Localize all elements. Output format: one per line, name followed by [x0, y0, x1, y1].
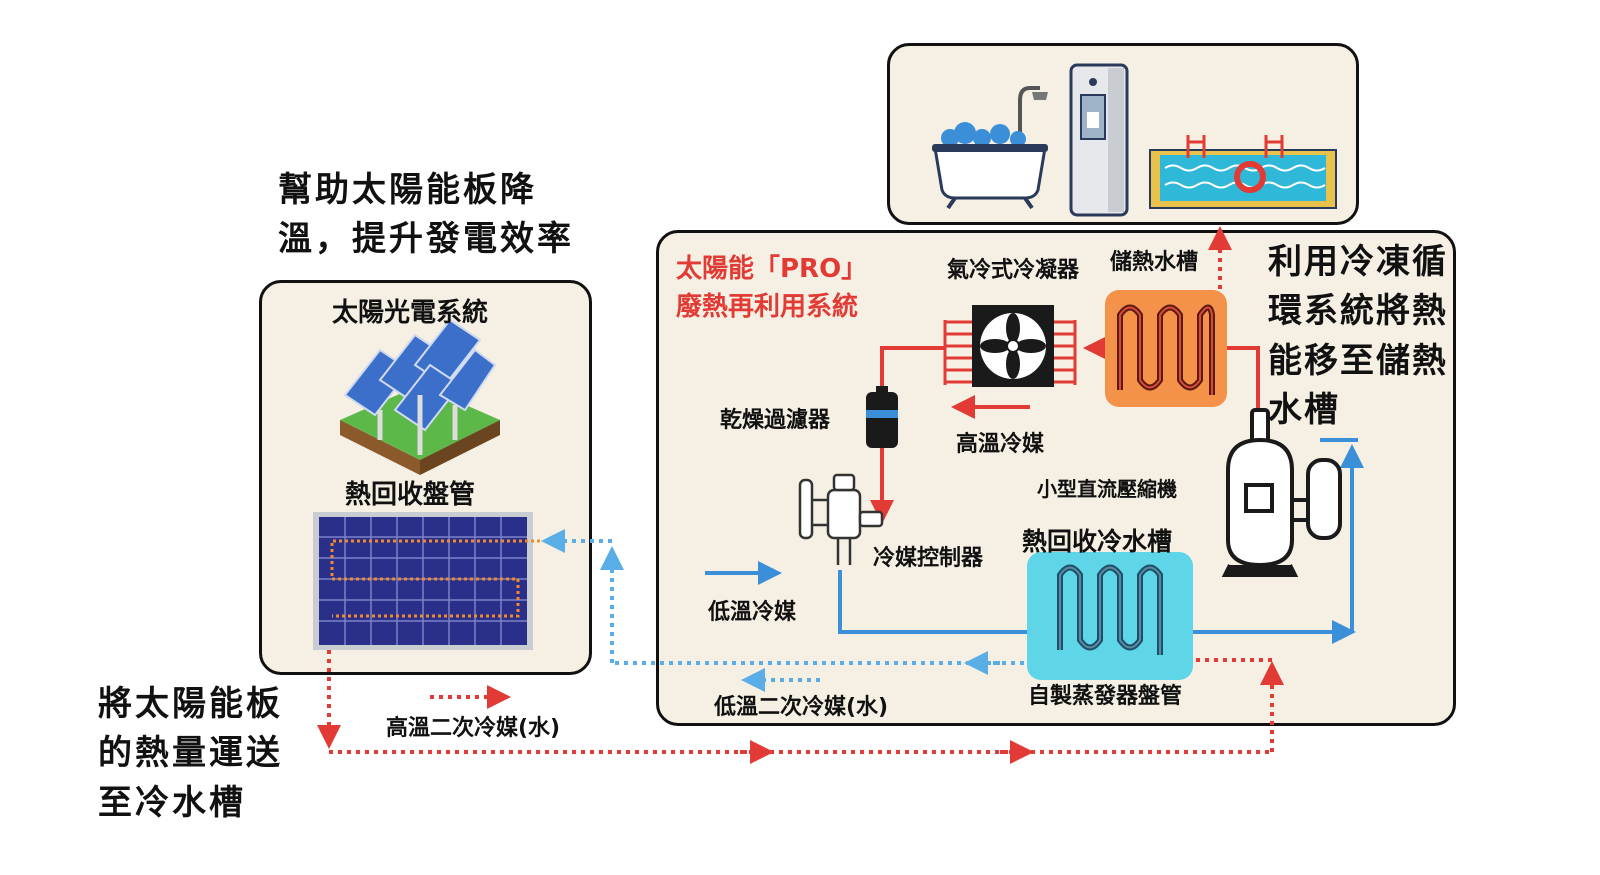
condenser-fan-icon [943, 305, 1077, 387]
cold-refrigerant-line [705, 438, 1364, 644]
system-title-line1: 太陽能「PRO」 [676, 254, 868, 284]
storage-tank-icon [1105, 290, 1227, 407]
compressor-label: 小型直流壓縮機 [1037, 477, 1177, 501]
bathtub-icon [932, 86, 1048, 210]
water-dispenser-icon [1069, 63, 1129, 217]
cold-water-loop [541, 529, 1060, 692]
heat-recovery-coil-label: 熱回收盤管 [345, 480, 476, 510]
hot-refrigerant-line [870, 336, 1260, 524]
compressor-icon [1221, 408, 1342, 577]
storage-tank-label: 儲熱水槽 [1110, 250, 1199, 275]
hot-refrigerant-label: 高溫冷媒 [956, 432, 1045, 457]
swimming-pool-icon [1149, 135, 1337, 209]
cooling-caption: 幫助太陽能板降溫，提升發電效率 [278, 170, 574, 260]
solar-panel-icon [313, 512, 540, 650]
system-title-line2: 廢熱再利用系統 [676, 292, 859, 322]
low-temp-water-label: 低溫二次冷媒(水) [714, 695, 889, 720]
controller-label: 冷媒控制器 [873, 546, 984, 571]
cold-tank-icon [1027, 552, 1193, 680]
dryer-filter-label: 乾燥過濾器 [720, 408, 831, 433]
refrigeration-caption: 利用冷凍循環系統將熱能移至儲熱水槽 [1268, 242, 1448, 430]
expansion-valve-icon [798, 473, 884, 565]
high-temp-water-label: 高溫二次冷媒(水) [386, 716, 561, 741]
dryer-filter-icon [866, 386, 898, 448]
pv-system-title: 太陽光電系統 [332, 298, 489, 328]
evaporator-label: 自製蒸發器盤管 [1028, 684, 1183, 709]
cold-tank-label: 熱回收冷水槽 [1022, 527, 1173, 556]
solar-farm-icon [340, 318, 500, 475]
transport-caption: 將太陽能板的熱量運送至冷水槽 [98, 684, 283, 823]
cold-refrigerant-label: 低溫冷媒 [708, 600, 797, 625]
condenser-label: 氣冷式冷凝器 [947, 258, 1080, 283]
